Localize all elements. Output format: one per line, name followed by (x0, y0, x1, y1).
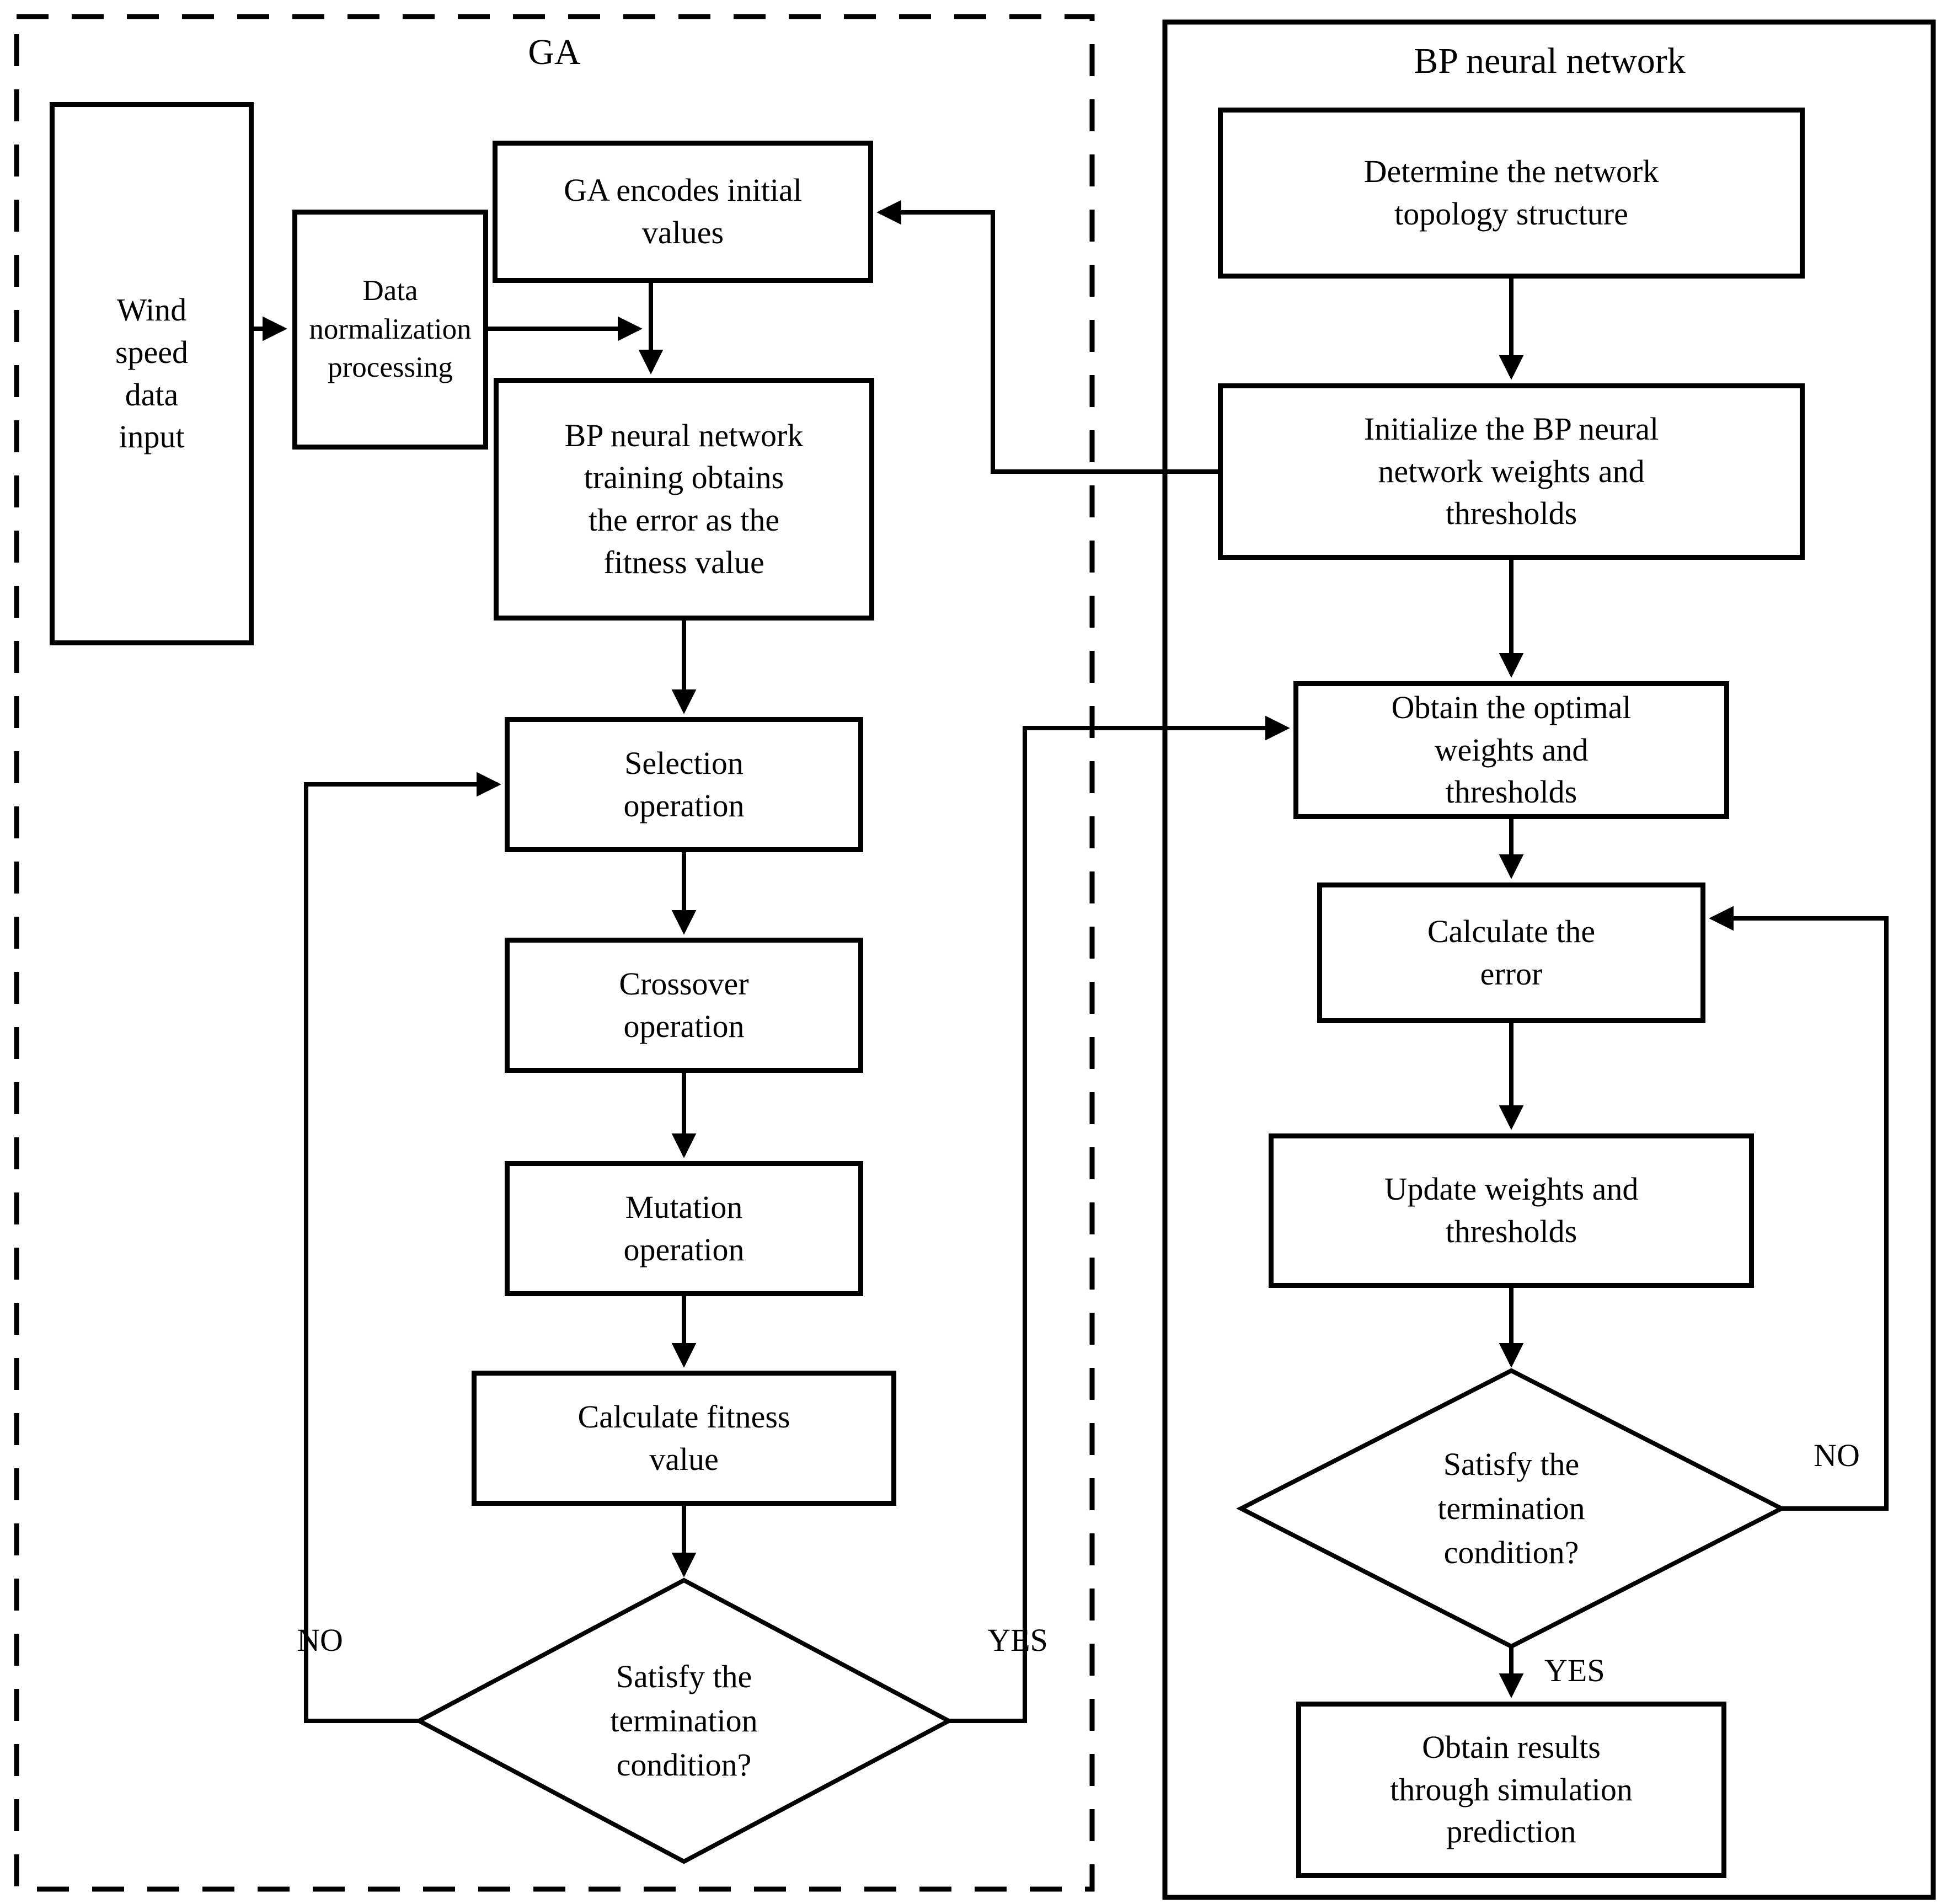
node-selection-operation: Selection operation (505, 717, 863, 852)
connector-initialize-to-encode (876, 200, 1218, 474)
node-update-weights-thresholds: Update weights and thresholds (1269, 1133, 1754, 1288)
ga-termination-diamond (414, 1577, 954, 1864)
node-calculate-fitness-value: Calculate fitness value (472, 1371, 896, 1506)
node-mutation-operation: Mutation operation (505, 1161, 863, 1296)
node-obtain-simulation-results: Obtain results through simulation predic… (1296, 1702, 1726, 1878)
connector-bp-no-loop (1709, 906, 1889, 1511)
ga-termination-condition-text: Satisfy the termination condition? (610, 1658, 758, 1783)
connector-ga-no-loop (304, 772, 501, 1723)
ga-panel-title: GA (528, 32, 581, 72)
node-determine-network-topology: Determine the network topology structure (1218, 108, 1805, 279)
bp-branch-label-no: NO (1814, 1437, 1860, 1473)
node-initialize-weights-thresholds: Initialize the BP neural network weights… (1218, 383, 1805, 560)
ga-branch-label-no: NO (297, 1622, 343, 1658)
node-wind-speed-data-input: Wind speed data input (50, 102, 254, 645)
node-data-normalization-processing: Data normalization processing (292, 210, 488, 450)
bp-panel-border (1162, 19, 1936, 1900)
bp-termination-condition-text: Satisfy the termination condition? (1437, 1446, 1585, 1571)
connector-ga-yes-to-optimal (949, 715, 1290, 1723)
node-bp-training-fitness: BP neural network training obtains the e… (494, 378, 874, 621)
ga-panel-border (14, 14, 1095, 1892)
bp-panel-title: BP neural network (1414, 41, 1686, 81)
node-calculate-the-error: Calculate the error (1317, 883, 1705, 1023)
node-obtain-optimal-weights: Obtain the optimal weights and threshold… (1293, 681, 1729, 819)
node-crossover-operation: Crossover operation (505, 938, 863, 1073)
bp-branch-label-yes: YES (1544, 1652, 1605, 1688)
bp-termination-diamond (1236, 1368, 1787, 1649)
node-ga-encodes-initial-values: GA encodes initial values (493, 141, 873, 283)
ga-branch-label-yes: YES (987, 1622, 1048, 1658)
